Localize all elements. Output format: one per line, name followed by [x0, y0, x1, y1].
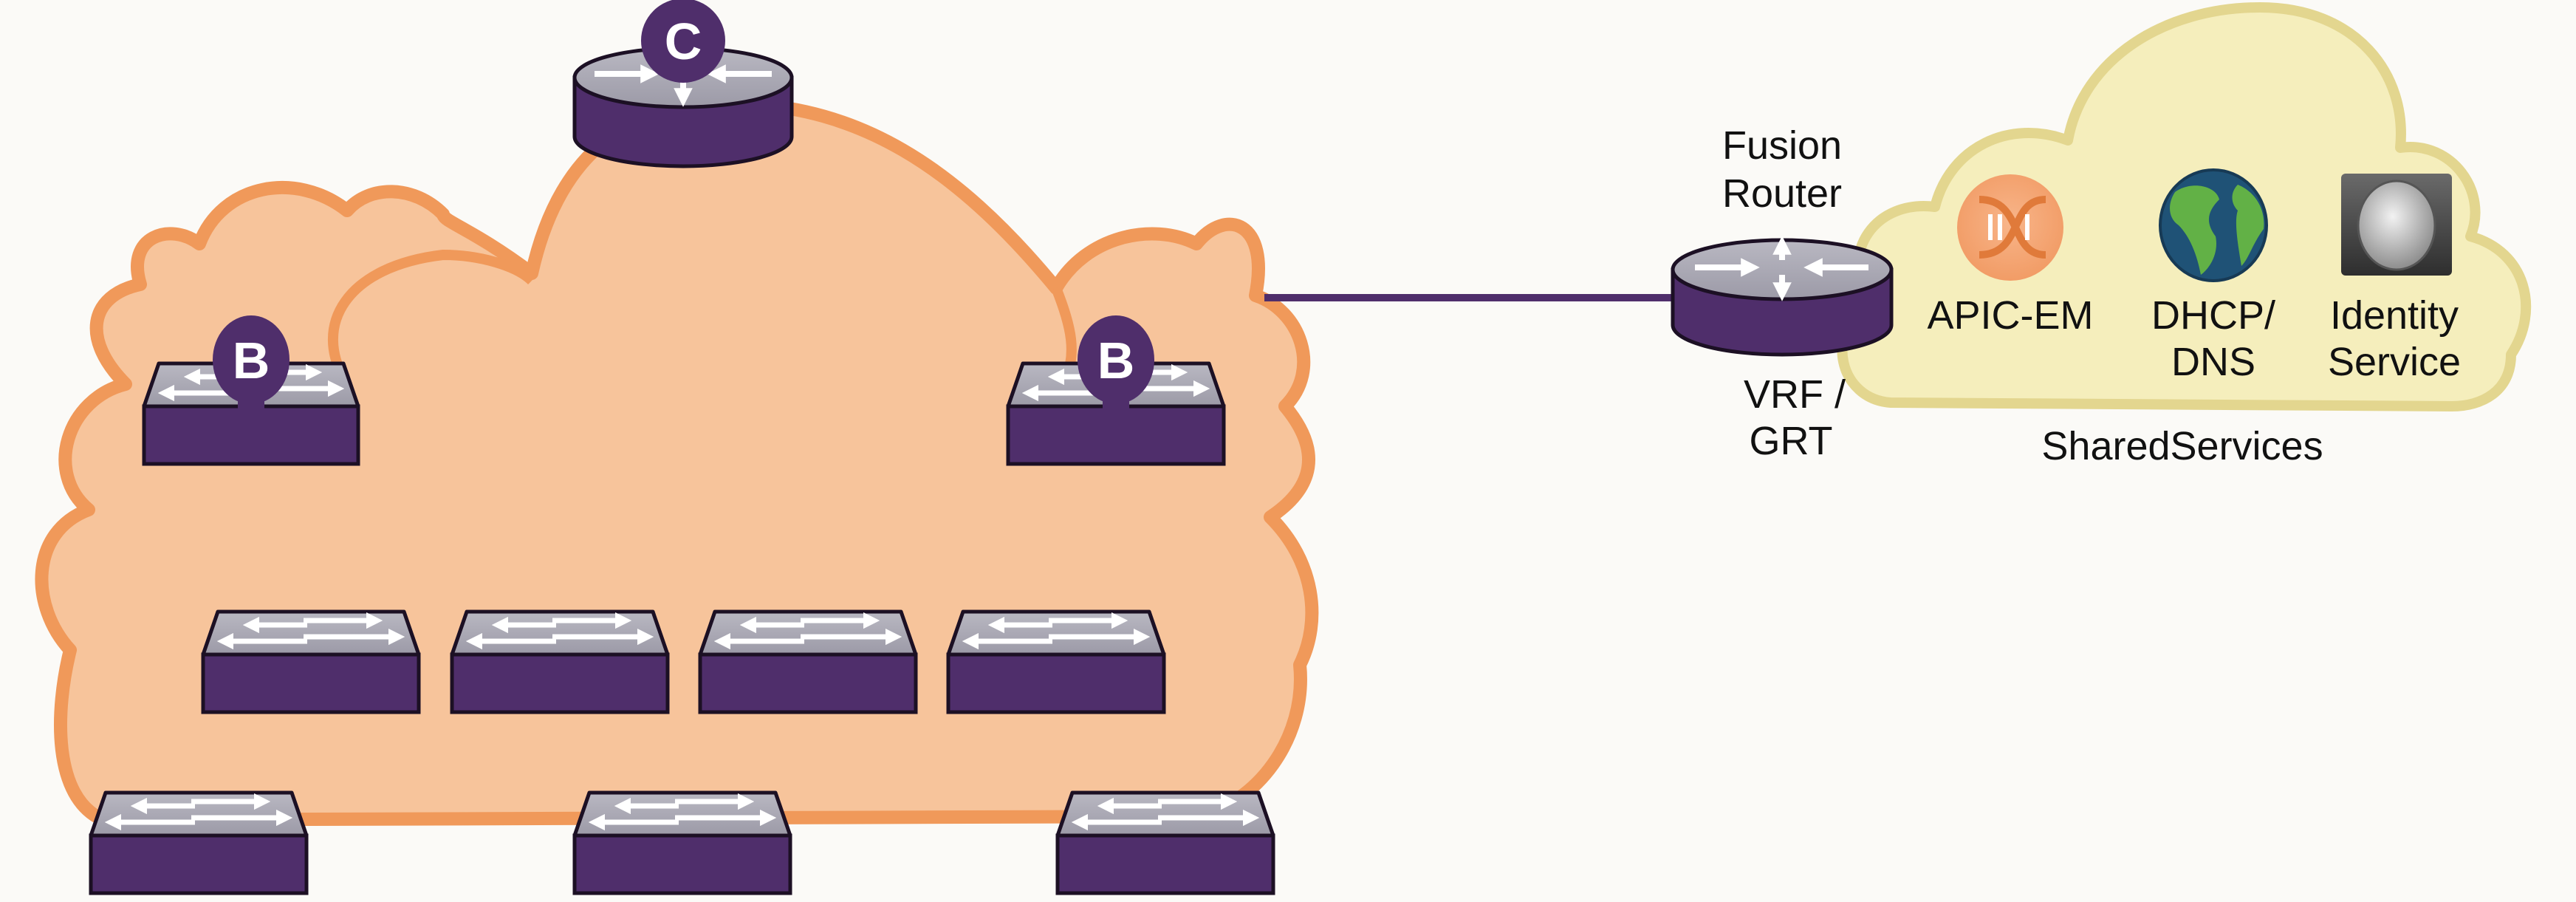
control-plane-badge: C [641, 0, 725, 83]
badge-letter: B [1097, 332, 1135, 389]
badge-letter: C [665, 13, 702, 70]
switch-icon [201, 609, 421, 714]
fusion-router-label-line1: Fusion [1722, 123, 1842, 168]
border-node-left[interactable]: B [142, 315, 360, 466]
edge-node-outer-1[interactable] [89, 790, 309, 895]
switch-icon [142, 361, 360, 466]
vrf-label-line2: GRT [1749, 419, 1832, 463]
edge-node-inner-4[interactable] [946, 609, 1166, 714]
border-node-badge: B [1078, 315, 1154, 409]
badge-letter: B [233, 332, 270, 389]
globe-icon [2159, 168, 2268, 282]
switch-icon [89, 790, 309, 895]
shared-services-title: SharedServices [2041, 424, 2323, 468]
switch-icon [572, 790, 792, 895]
shared-service-identity[interactable]: Identity Service [2328, 174, 2461, 384]
shared-service-apic-em[interactable]: APIC-EM [1927, 174, 2094, 338]
edge-node-outer-2[interactable] [572, 790, 792, 895]
border-node-badge: B [213, 315, 290, 409]
border-node-right[interactable]: B [1006, 315, 1226, 466]
cloud-lobe-outline [328, 249, 535, 387]
identity-server-icon [2341, 174, 2452, 276]
edge-node-inner-1[interactable] [201, 609, 421, 714]
fusion-router-label-line2: Router [1722, 171, 1842, 216]
dhcp-dns-label-line2: DNS [2171, 340, 2255, 384]
switch-icon [450, 609, 670, 714]
edge-node-inner-2[interactable] [450, 609, 670, 714]
identity-label-line2: Service [2328, 340, 2461, 384]
switch-icon [698, 609, 918, 714]
vrf-label-line1: VRF / [1744, 372, 1846, 417]
edge-node-inner-3[interactable] [698, 609, 918, 714]
apic-em-label: APIC-EM [1927, 293, 2093, 338]
fusion-router[interactable]: Fusion Router VRF / GRT [1671, 123, 1894, 463]
switch-icon [946, 609, 1166, 714]
switch-icon [1055, 790, 1275, 895]
control-plane-node[interactable]: C [572, 0, 794, 168]
apic-em-icon [1957, 174, 2063, 281]
dhcp-dns-label-line1: DHCP/ [2151, 293, 2275, 338]
shared-service-dhcp-dns[interactable]: DHCP/ DNS [2151, 168, 2275, 384]
router-icon [1671, 236, 1894, 357]
identity-label-line1: Identity [2330, 293, 2459, 338]
edge-node-outer-3[interactable] [1055, 790, 1275, 895]
router-icon [572, 46, 794, 168]
